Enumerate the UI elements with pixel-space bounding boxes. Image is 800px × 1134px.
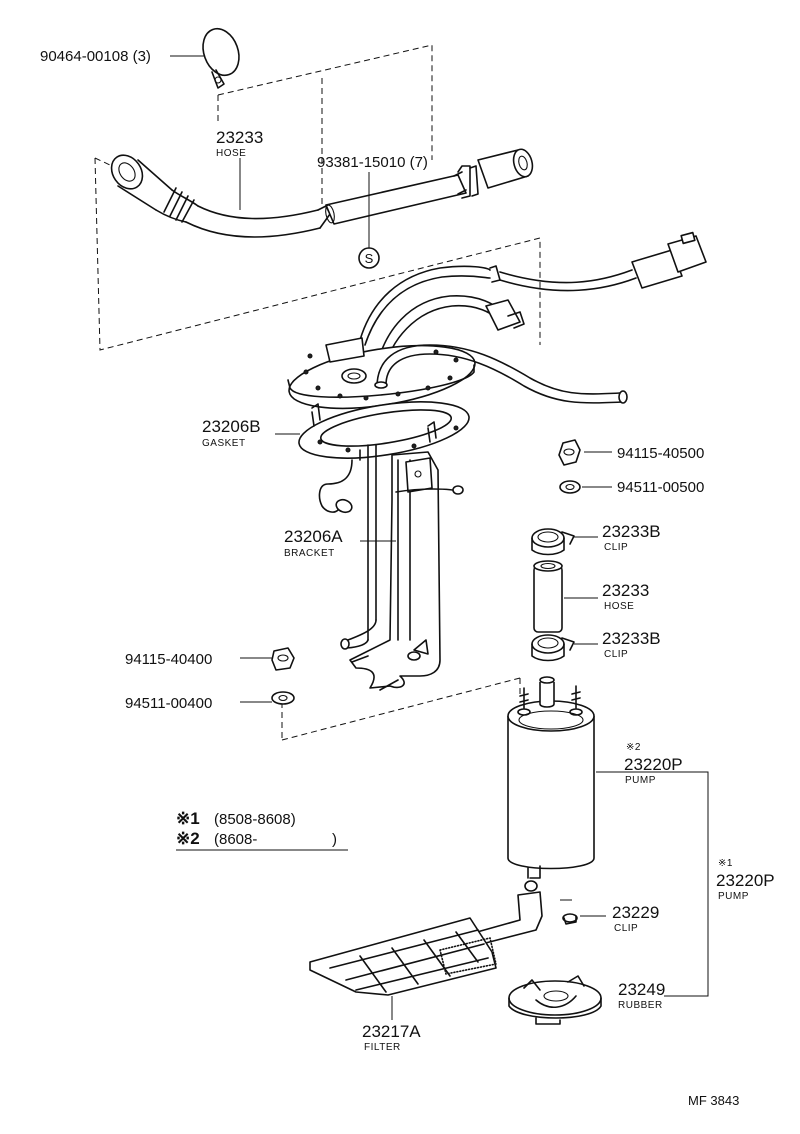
legend-1-range: (8508-8608) bbox=[214, 811, 296, 828]
legend-2-mark: ※2 bbox=[176, 829, 200, 848]
clip-filter-name: CLIP bbox=[614, 923, 638, 934]
hose-clamp-mark-letter: S bbox=[365, 251, 374, 266]
bracket-part bbox=[318, 444, 464, 691]
washer-top-number: 94511-00500 bbox=[617, 479, 704, 496]
part-labels: 90464-00108 (3) 23233 HOSE 93381-15010 (… bbox=[40, 48, 775, 1053]
sender-plate-part bbox=[287, 337, 628, 410]
hose-short-part bbox=[533, 560, 563, 633]
nut-left-number: 94115-40400 bbox=[125, 651, 212, 668]
hose-top-part bbox=[110, 148, 534, 238]
clip-lower-part bbox=[531, 634, 575, 662]
hose-short-number: 23233 bbox=[602, 581, 649, 600]
reference-code: MF 3843 bbox=[688, 1093, 739, 1108]
clip-lower-name: CLIP bbox=[604, 649, 628, 660]
bracket-name: BRACKET bbox=[284, 548, 335, 559]
gasket-part bbox=[298, 401, 470, 459]
gasket-number: 23206B bbox=[202, 417, 261, 436]
washer-left-number: 94511-00400 bbox=[125, 695, 212, 712]
clip-upper-part bbox=[531, 528, 575, 556]
hose-top-number: 23233 bbox=[216, 128, 263, 147]
nut-left-part bbox=[271, 647, 295, 671]
washer-left-part bbox=[271, 691, 295, 705]
assembly-outlines bbox=[94, 44, 541, 741]
hose-clamp-number: 93381-15010 (7) bbox=[317, 154, 428, 171]
pump-2-ref: ※2 bbox=[626, 742, 641, 753]
legend-1-mark: ※1 bbox=[176, 809, 200, 828]
pump-1-number: 23220P bbox=[716, 871, 775, 890]
clip-lower-number: 23233B bbox=[602, 629, 661, 648]
clip-upper-number: 23233B bbox=[602, 522, 661, 541]
rubber-name: RUBBER bbox=[618, 1000, 663, 1011]
rubber-part bbox=[508, 975, 602, 1025]
pump-1-name: PUMP bbox=[718, 891, 749, 902]
clip-filter-number: 23229 bbox=[612, 903, 659, 922]
hose-clamp-mark: S bbox=[358, 172, 380, 269]
pump-2-name: PUMP bbox=[625, 775, 656, 786]
leader-lines bbox=[170, 55, 709, 1020]
band-clip-number: 90464-00108 (3) bbox=[40, 48, 151, 65]
production-date-legend: ※1 (8508-8608) ※2 (8608- ) bbox=[176, 809, 337, 848]
hose-short-name: HOSE bbox=[604, 601, 634, 612]
pump-2-number: 23220P bbox=[624, 755, 683, 774]
filter-part bbox=[309, 891, 543, 996]
rubber-number: 23249 bbox=[618, 980, 665, 999]
filter-number: 23217A bbox=[362, 1022, 421, 1041]
filter-name: FILTER bbox=[364, 1042, 401, 1053]
bracket-number: 23206A bbox=[284, 527, 343, 546]
hose-top-name: HOSE bbox=[216, 148, 246, 159]
nut-top-number: 94115-40500 bbox=[617, 445, 704, 462]
clip-upper-name: CLIP bbox=[604, 542, 628, 553]
washer-top-part bbox=[559, 480, 581, 494]
filter-clip-part bbox=[562, 913, 578, 925]
legend-2-range: (8608- bbox=[214, 831, 257, 848]
pump-1-ref: ※1 bbox=[718, 858, 733, 869]
fuel-pump-part bbox=[507, 676, 595, 892]
band-clip-part bbox=[202, 27, 240, 89]
nut-top-part bbox=[558, 439, 581, 466]
gasket-name: GASKET bbox=[202, 438, 246, 449]
sender-wiring-part bbox=[359, 231, 707, 373]
legend-2-close: ) bbox=[332, 831, 337, 848]
